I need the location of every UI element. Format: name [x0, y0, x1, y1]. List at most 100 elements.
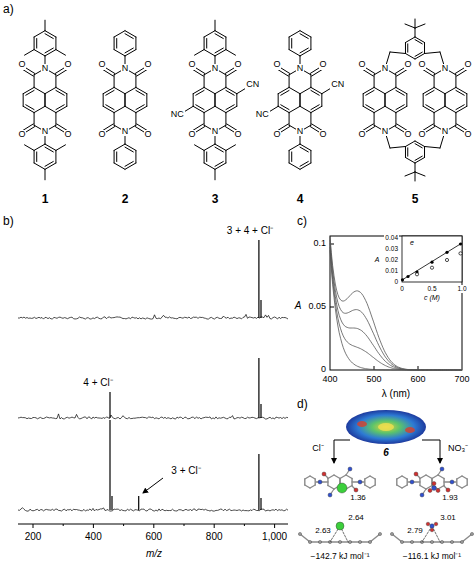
bond-line — [289, 144, 300, 150]
bond-line — [215, 144, 226, 150]
bond-line — [136, 106, 147, 112]
model-bond — [340, 475, 346, 479]
atom-label: N — [121, 127, 130, 137]
atom-label: O — [417, 60, 426, 70]
bond-line — [289, 31, 300, 37]
atom-label: O — [144, 130, 153, 140]
bond-line — [415, 19, 416, 28]
bond-line — [106, 105, 114, 110]
data-point — [445, 258, 448, 261]
panel-label: a) — [2, 3, 15, 16]
atom-label: N — [296, 127, 305, 137]
bond-line — [385, 94, 386, 107]
bond-line — [215, 147, 223, 152]
bond-line — [23, 70, 33, 76]
atom-label: O — [272, 60, 281, 70]
bond-line — [423, 106, 434, 112]
data-point — [445, 251, 448, 254]
model-bond — [365, 485, 370, 488]
bond-line — [34, 113, 35, 126]
axis-title: m/z — [145, 548, 163, 559]
inset-tick: 0.04 — [384, 234, 399, 241]
model-bond — [305, 476, 310, 479]
model-bond — [438, 475, 444, 479]
model-bond — [420, 475, 426, 479]
model-bond — [402, 476, 407, 479]
panel-label: c) — [296, 215, 308, 228]
cyano-label: CN — [245, 80, 260, 90]
bond-line — [204, 150, 205, 163]
inset-points-filled — [401, 242, 462, 281]
atom-ball — [450, 480, 454, 484]
bond-line — [196, 105, 204, 110]
bond-line — [390, 147, 406, 149]
bond-line — [124, 94, 125, 107]
model-bond — [374, 479, 375, 485]
anion-label: Cl⁻ — [311, 444, 325, 454]
bond-line — [374, 106, 385, 112]
bond-line — [215, 169, 216, 180]
model-bond — [438, 486, 444, 490]
bond-line — [55, 75, 56, 88]
bond-line — [415, 37, 425, 43]
peak-label: 3 + Cl⁻ — [170, 465, 201, 476]
bond-line — [45, 147, 53, 152]
distance-label: 1.93 — [441, 494, 459, 503]
absorption-curve — [330, 243, 462, 370]
bond-line — [312, 70, 322, 76]
bond-line — [385, 87, 396, 93]
bond-line — [289, 106, 300, 112]
bond-line — [289, 37, 290, 50]
peak — [258, 454, 259, 510]
bond-line — [237, 88, 246, 93]
bond-line — [310, 37, 311, 50]
atom-label: O — [187, 130, 196, 140]
data-point — [459, 252, 462, 255]
bond-line — [23, 94, 24, 107]
model-bond — [305, 485, 310, 488]
model-bond — [402, 485, 407, 488]
peak — [111, 496, 112, 510]
bond-line — [215, 94, 216, 107]
bond-line — [103, 87, 114, 93]
bond-line — [196, 90, 204, 95]
bond-line — [34, 150, 35, 163]
tick — [330, 307, 334, 308]
pointer-arrow — [143, 478, 163, 493]
bond-line — [415, 172, 425, 176]
bond-line — [363, 106, 374, 112]
model-bond — [457, 485, 462, 488]
distance-label: 1.36 — [349, 494, 367, 503]
bond-line — [45, 87, 56, 93]
bond-line — [278, 106, 289, 112]
bond-line — [125, 94, 126, 107]
model-bond — [466, 479, 467, 485]
bond-line — [395, 75, 396, 88]
bond-line — [34, 75, 35, 88]
bond-line — [289, 163, 300, 169]
bond-line — [114, 75, 115, 88]
bond-line — [136, 105, 144, 110]
atom-label: O — [144, 60, 153, 70]
ms-axis — [18, 524, 288, 528]
bond-line — [103, 106, 114, 112]
bond-line — [397, 70, 407, 76]
axis-tick: 600 — [144, 531, 163, 542]
model-bond — [462, 485, 467, 488]
bond-line — [225, 113, 226, 126]
peak — [109, 420, 110, 510]
atom-ball — [460, 540, 463, 543]
bond-line — [204, 75, 205, 88]
bond-line — [300, 87, 311, 93]
bond-line — [300, 48, 308, 53]
bond-line — [423, 87, 434, 93]
atom-label: O — [234, 60, 243, 70]
peak — [260, 300, 261, 318]
bond-line — [289, 75, 290, 88]
bond-line — [445, 87, 456, 93]
atom-ball — [354, 488, 358, 492]
nitrate-n — [432, 486, 437, 491]
atom-label: O — [404, 60, 413, 70]
bond-line — [36, 152, 37, 162]
compound-number: 1 — [41, 193, 50, 206]
